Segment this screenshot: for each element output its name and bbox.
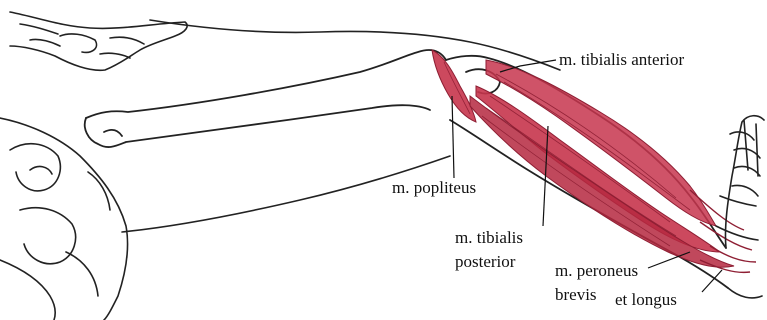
leader-popliteus [452,96,454,178]
pelvis-sketch [0,118,128,320]
label-tibialis-anterior: m. tibialis anterior [559,50,684,70]
hand-sketch [10,12,187,70]
femur-sketch [85,50,446,147]
label-tibialis-posterior-line2: posterior [455,252,515,272]
label-peroneus-line2: brevis [555,285,597,305]
label-tibialis-posterior-line1: m. tibialis [455,228,523,248]
label-peroneus-line1: m. peroneus [555,261,638,281]
foot-sketch [716,116,764,298]
popliteus-muscle [432,50,476,122]
label-popliteus: m. popliteus [392,178,476,198]
label-peroneus-line3: et longus [615,290,677,310]
